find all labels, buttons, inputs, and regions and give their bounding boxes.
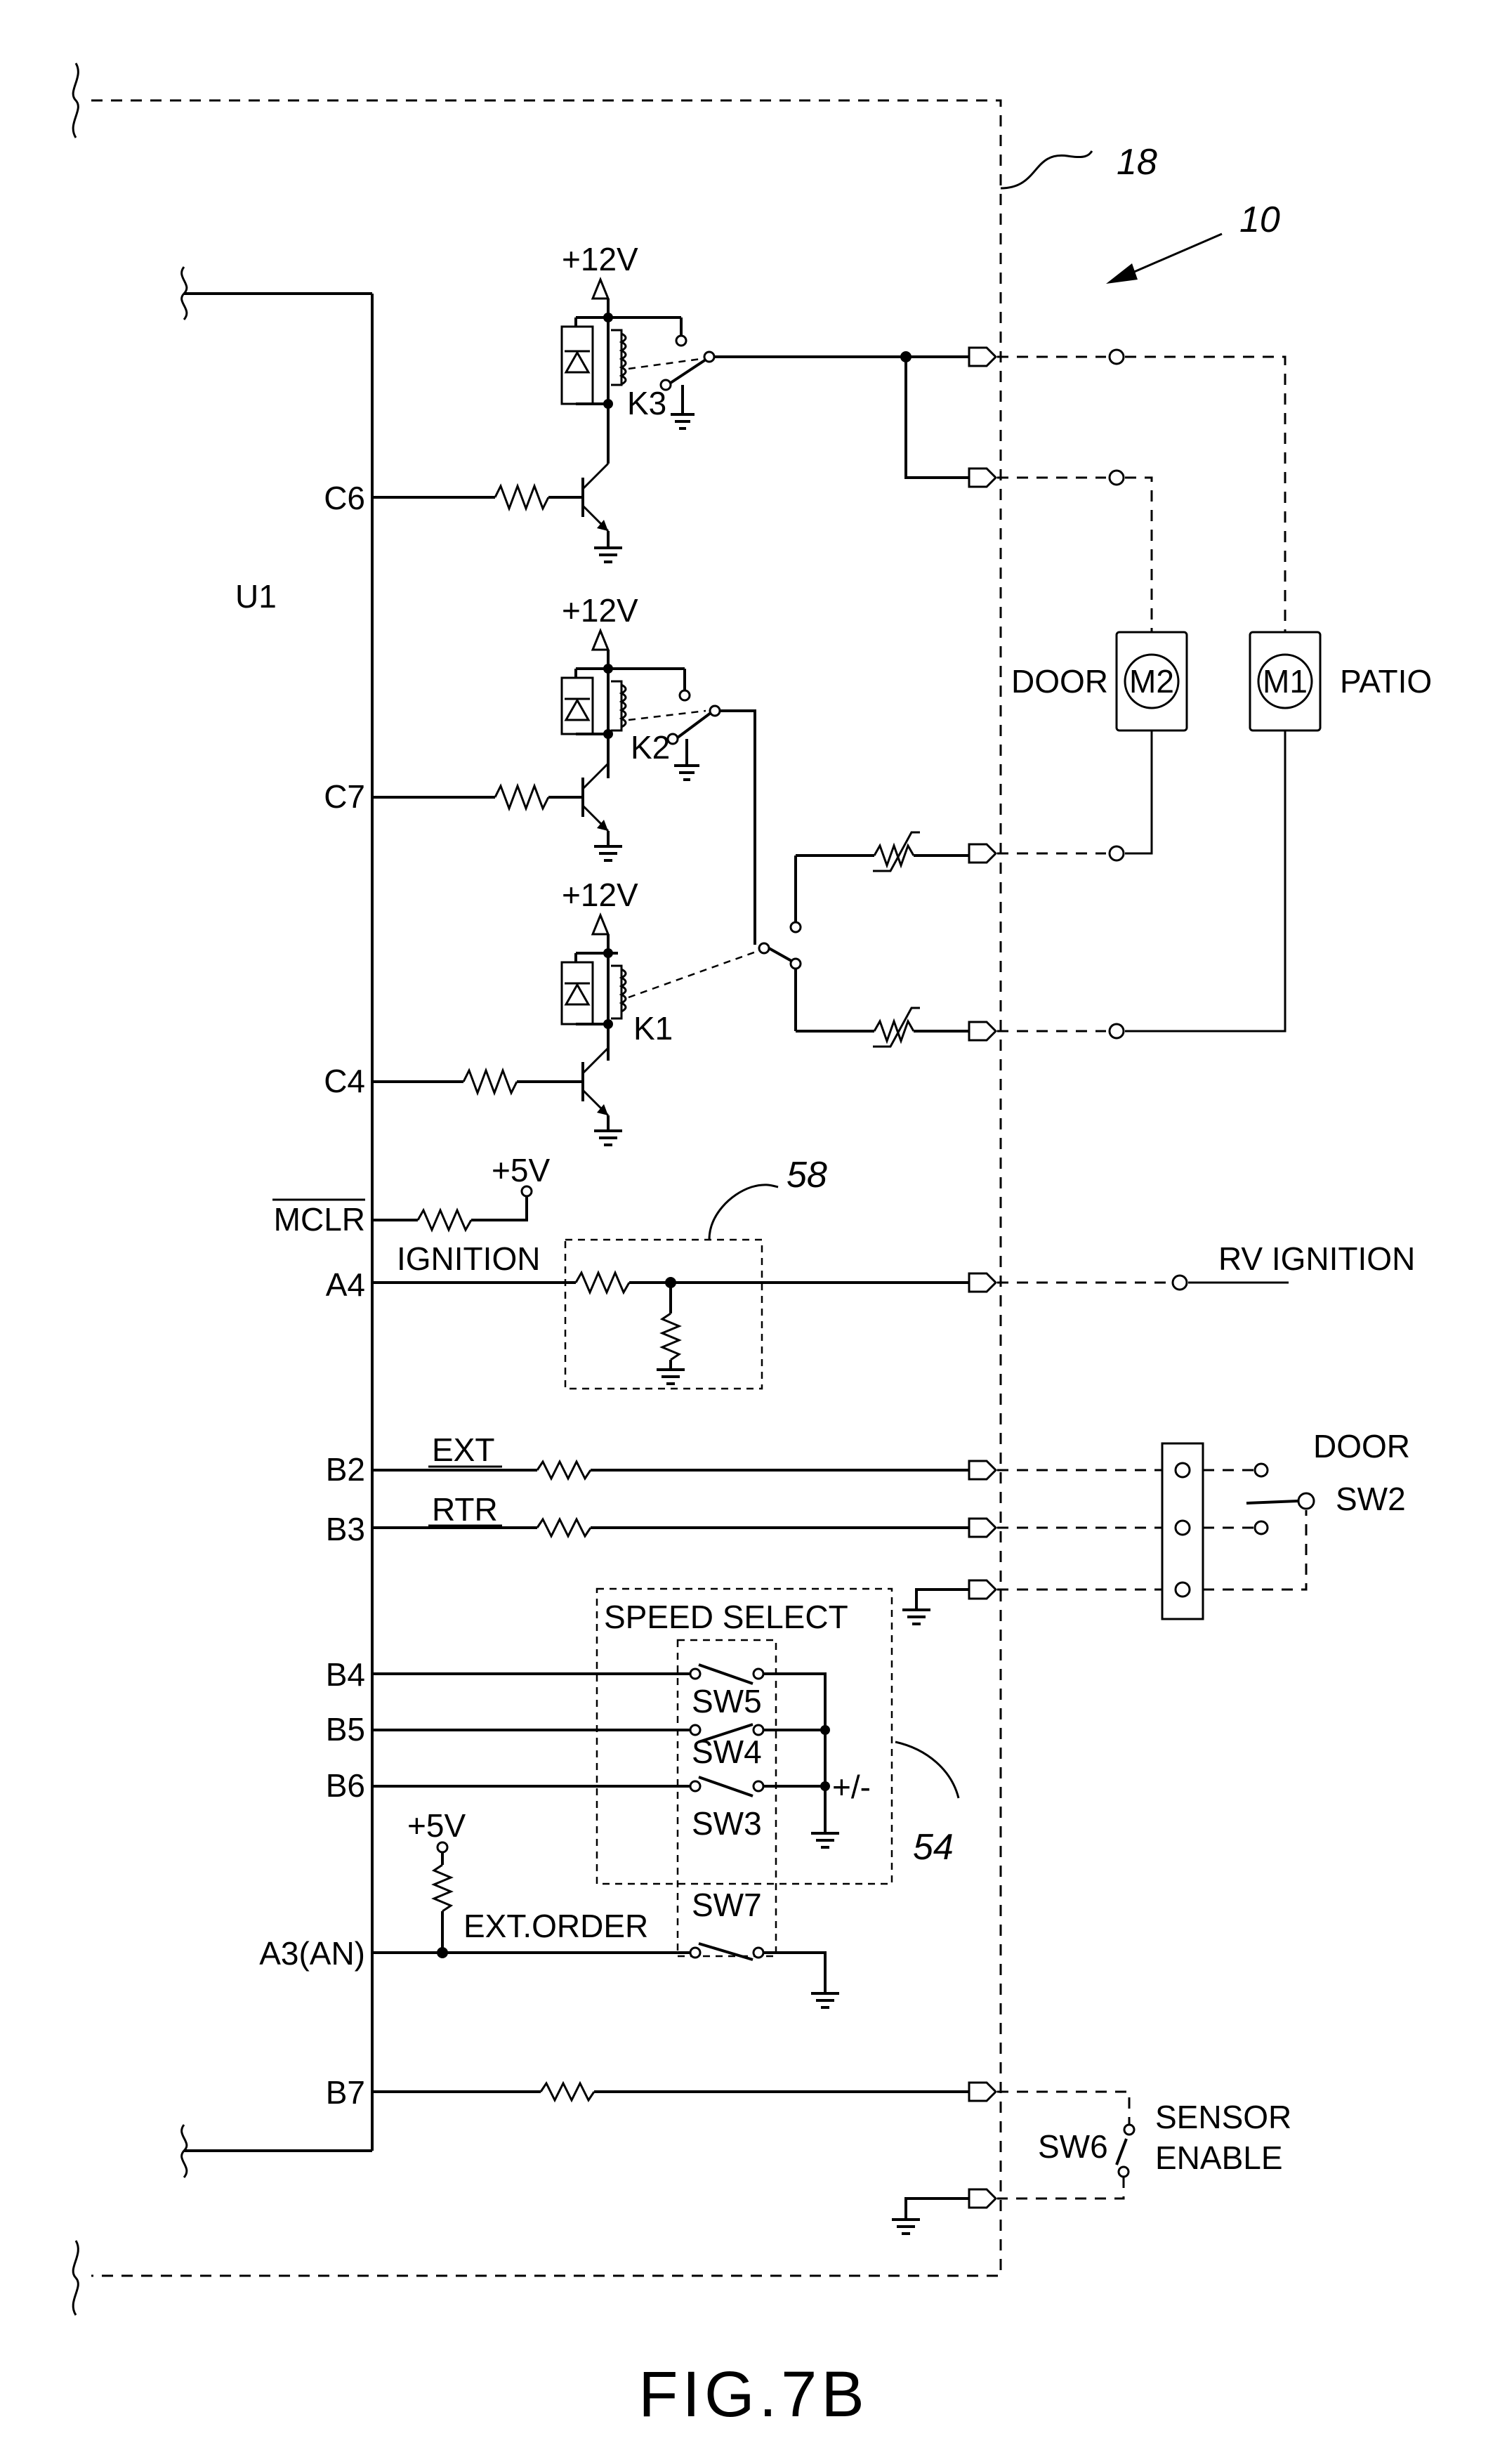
relay-k1-circuit: +12V K1	[372, 856, 802, 1146]
motor-m2-label: DOOR	[1011, 663, 1108, 700]
svg-text:M2: M2	[1129, 663, 1174, 700]
svg-text:+12V: +12V	[562, 592, 638, 629]
pin-labels: C6 C7 C4 MCLR A4 B2 B3 B4 B5 B6 A3(AN) B…	[259, 480, 365, 2111]
svg-text:SW2: SW2	[1336, 1481, 1406, 1517]
pin-mclr: MCLR	[274, 1201, 365, 1238]
svg-text:RV IGNITION: RV IGNITION	[1218, 1240, 1415, 1277]
relay-k3-circuit: +12V K3	[372, 241, 969, 563]
svg-text:SW3: SW3	[692, 1805, 762, 1842]
pin-a3: A3(AN)	[259, 1935, 365, 1972]
svg-text:RTR: RTR	[432, 1491, 498, 1528]
svg-text:+12V: +12V	[562, 241, 638, 277]
svg-text:10: 10	[1239, 199, 1280, 240]
svg-text:M1: M1	[1263, 663, 1308, 700]
assembly-reference: 10	[1106, 199, 1280, 284]
motor-output-wiring	[796, 346, 1286, 1048]
pin-b2: B2	[326, 1451, 365, 1488]
motor-m1: M1 PATIO	[1249, 631, 1432, 732]
pin-b6: B6	[326, 1767, 365, 1804]
relay-k2-circuit: +12V K2	[372, 592, 756, 945]
board-reference: 18	[1000, 142, 1157, 190]
pin-b5: B5	[326, 1711, 365, 1748]
svg-text:ENABLE: ENABLE	[1155, 2139, 1283, 2176]
svg-text:58: 58	[787, 1155, 827, 1195]
pin-b4: B4	[326, 1656, 365, 1693]
controller-u1: U1	[180, 266, 374, 2178]
svg-text:K1: K1	[633, 1010, 673, 1047]
pin-c7: C7	[324, 778, 365, 815]
svg-text:+5V: +5V	[407, 1807, 466, 1844]
svg-text:+12V: +12V	[562, 877, 638, 913]
svg-text:SPEED SELECT: SPEED SELECT	[604, 1599, 848, 1635]
pin-c6: C6	[324, 480, 365, 516]
motor-m1-label: PATIO	[1340, 663, 1432, 700]
svg-text:DOOR: DOOR	[1313, 1428, 1410, 1464]
ignition-input: IGNITION 58 RV IGNITION	[372, 1155, 1415, 1390]
svg-text:SW4: SW4	[692, 1734, 762, 1770]
motor-m2: M2 DOOR	[1011, 631, 1188, 732]
pin-a4: A4	[326, 1266, 365, 1303]
svg-text:18: 18	[1117, 142, 1157, 183]
pin-c4: C4	[324, 1063, 365, 1099]
ext-order-circuit: +5V EXT.ORDER SW7	[372, 1807, 839, 2009]
pin-b3: B3	[326, 1511, 365, 1547]
speed-select-block: SPEED SELECT SW5 SW4 SW3 +/- 54	[372, 1587, 960, 1958]
svg-text:54: 54	[913, 1827, 954, 1868]
svg-text:+5V: +5V	[492, 1152, 550, 1188]
svg-text:EXT.ORDER: EXT.ORDER	[463, 1908, 648, 1944]
door-switch-circuit: EXT RTR DOOR SW2	[372, 1428, 1410, 1625]
figure-caption: FIG.7B	[638, 2359, 868, 2430]
svg-text:SW7: SW7	[692, 1887, 762, 1923]
mclr-pullup: +5V	[372, 1152, 550, 1233]
sensor-enable-circuit: SW6 SENSOR ENABLE	[372, 2080, 1291, 2235]
svg-text:K3: K3	[627, 385, 666, 421]
svg-text:K2: K2	[631, 729, 670, 766]
svg-text:+/-: +/-	[832, 1769, 871, 1805]
svg-text:SW5: SW5	[692, 1683, 762, 1719]
svg-text:EXT: EXT	[432, 1431, 494, 1468]
svg-text:SENSOR: SENSOR	[1155, 2099, 1291, 2135]
svg-text:SW6: SW6	[1038, 2128, 1108, 2165]
svg-text:IGNITION: IGNITION	[397, 1240, 540, 1277]
pin-b7: B7	[326, 2074, 365, 2111]
board-outline	[72, 63, 1002, 2316]
controller-label: U1	[235, 578, 277, 615]
